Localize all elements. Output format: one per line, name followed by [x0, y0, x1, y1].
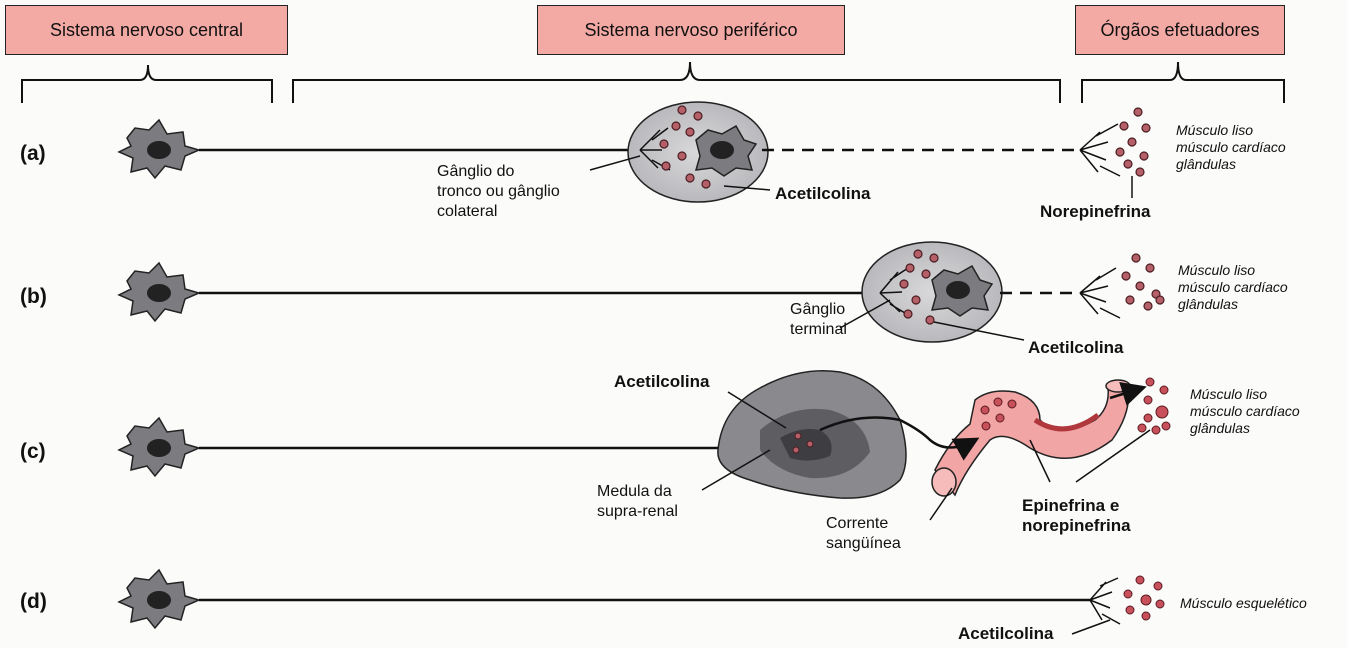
epinephrine-norepinephrine-label: Epinefrina e norepinefrina	[1022, 496, 1131, 536]
row-a-label: (a)	[20, 142, 46, 166]
acetylcholine-label-a: Acetilcolina	[775, 184, 870, 204]
acetylcholine-label-c: Acetilcolina	[614, 372, 709, 392]
effectors-a: Músculo liso músculo cardíaco glândulas	[1176, 122, 1286, 173]
acetylcholine-label-d: Acetilcolina	[958, 624, 1053, 644]
norepinephrine-label: Norepinefrina	[1040, 202, 1151, 222]
acetylcholine-label-b: Acetilcolina	[1028, 338, 1123, 358]
row-c-label: (c)	[20, 440, 46, 464]
row-b-pathway	[199, 242, 1164, 342]
brace-effectors	[1082, 62, 1284, 103]
skeletal-muscle-label: Músculo esquelético	[1180, 595, 1307, 612]
adrenal-medulla-label: Medula da supra-renal	[597, 482, 678, 522]
row-a-pathway	[199, 102, 1150, 202]
bloodstream-label: Corrente sangüínea	[826, 514, 901, 554]
blood-vessel	[935, 386, 1129, 495]
brace-peripheral	[293, 62, 1060, 103]
neuron-c	[119, 418, 199, 476]
row-d-label: (d)	[20, 590, 47, 614]
neuron-d	[119, 570, 199, 628]
effectors-b: Músculo liso músculo cardíaco glândulas	[1178, 262, 1288, 313]
effectors-c: Músculo liso músculo cardíaco glândulas	[1190, 386, 1300, 437]
brace-central	[22, 65, 272, 103]
trunk-or-collateral-ganglion-label: Gânglio do tronco ou gânglio colateral	[437, 162, 560, 222]
neuron-a	[119, 120, 199, 178]
row-b-label: (b)	[20, 285, 47, 309]
neuron-b	[119, 263, 199, 321]
terminal-ganglion-label: Gânglio terminal	[790, 300, 847, 340]
